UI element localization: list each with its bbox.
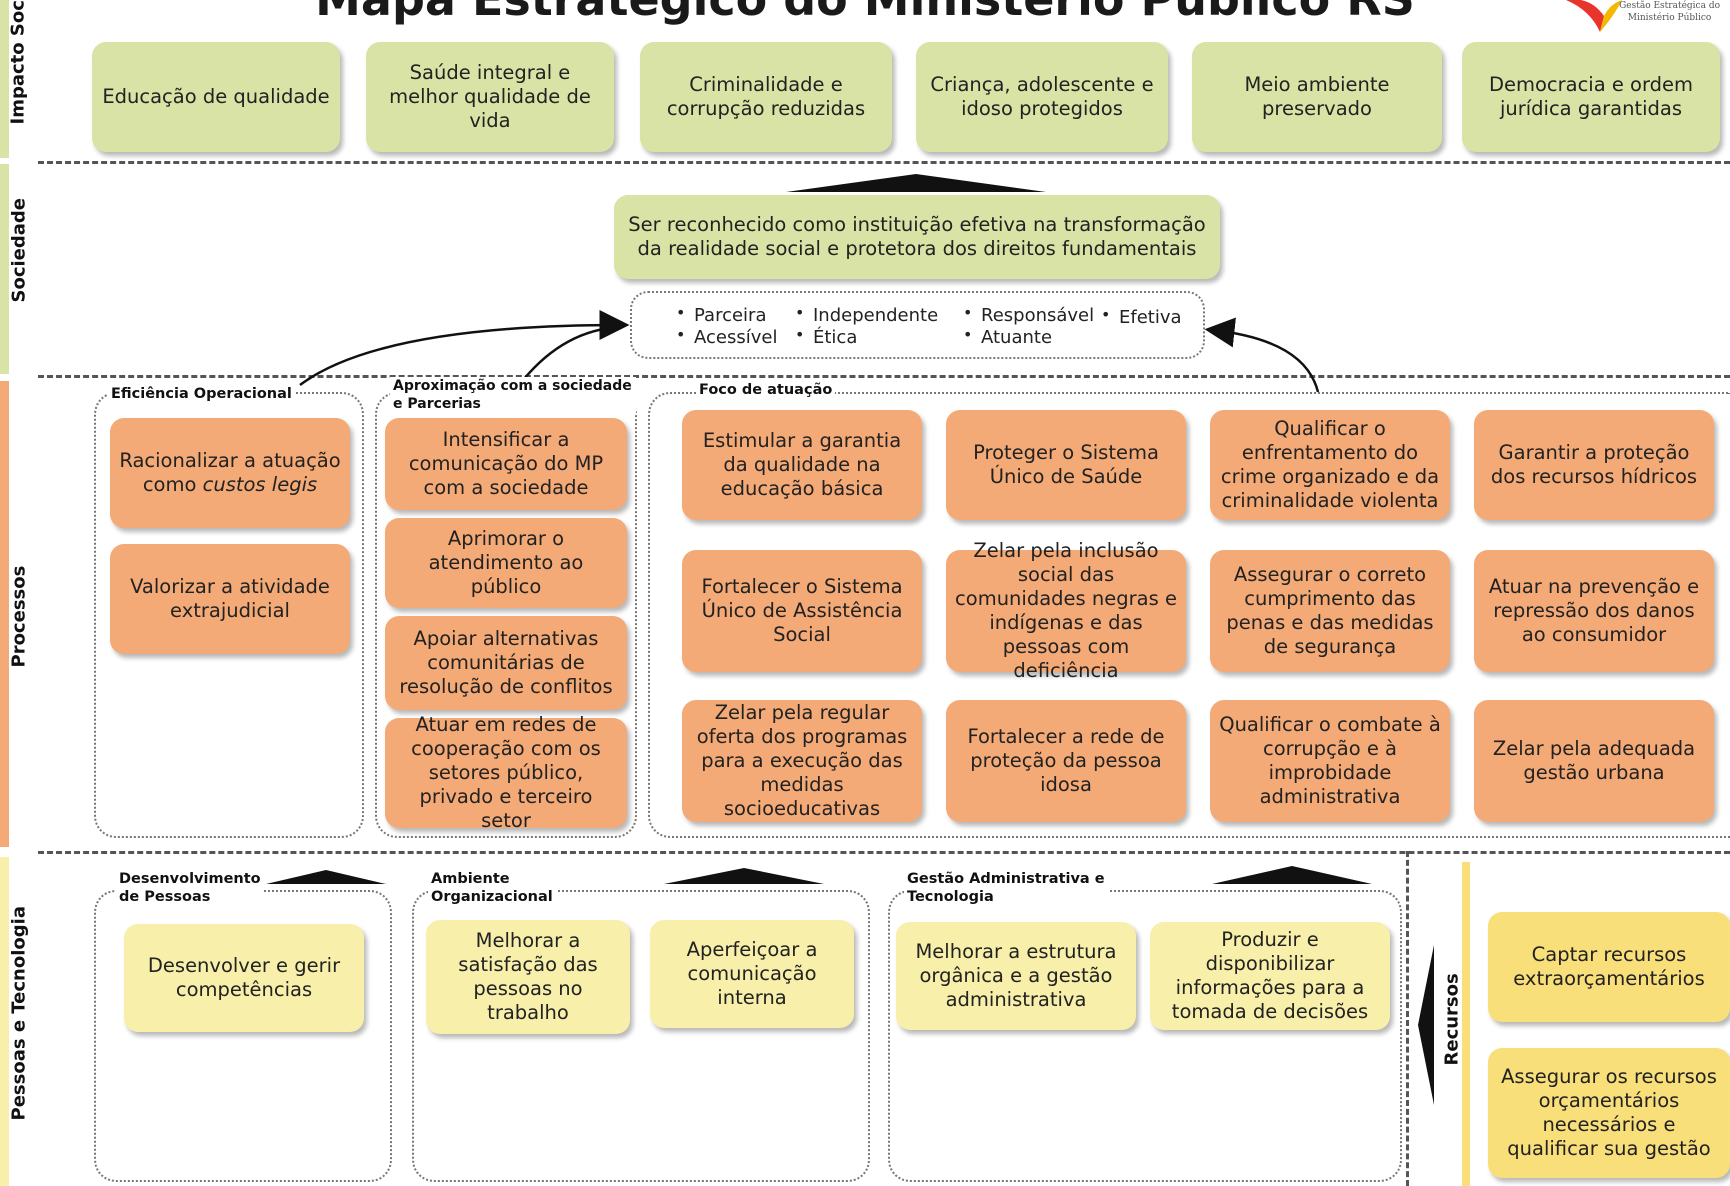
group-ambiente [412,890,870,1182]
band-recursos [1462,862,1470,1186]
band-impacto-social [0,0,9,158]
process-box: Zelar pela adequada gestão urbana [1474,700,1714,822]
band-sociedade [0,164,9,374]
separator-2 [38,375,1730,378]
group-label-line: de Pessoas [119,889,211,905]
process-box: Garantir a proteção dos recursos hídrico… [1474,410,1714,520]
arrow-foco [1204,317,1320,393]
process-box: Valorizar a atividade extrajudicial [110,544,350,654]
value-item: Parceira [676,303,767,326]
value-item: Atuante [963,325,1052,348]
process-box: Qualificar o combate à corrupção e à imp… [1210,700,1450,822]
value-item: Efetiva [1101,305,1181,328]
arrow-up-icon [664,868,824,884]
arrow-up-icon [266,870,386,884]
group-label-line: Gestão Administrativa e [907,871,1105,887]
separator-1 [38,161,1730,164]
value-item: Independente [795,303,938,326]
separator-vertical [1406,851,1409,1186]
pessoas-box: Desenvolver e gerir competências [124,924,364,1032]
process-box: Intensificar a comunicação do MP com a s… [385,418,627,510]
logo-text: Gestão Estratégica do Ministério Público [1619,0,1720,24]
group-gestao [888,890,1402,1182]
process-text-italic: custos legis [202,473,318,496]
group-label-aproximacao: Aproximação com a sociedade e Parcerias [390,377,636,413]
process-box: Aprimorar o atendimento ao público [385,518,627,608]
pessoas-box: Melhorar a estrutura orgânica e a gestão… [896,922,1136,1030]
pessoas-box: Produzir e disponibilizar informações pa… [1150,922,1390,1030]
pessoas-box: Aperfeiçoar a comunicação interna [650,920,854,1028]
group-label-desenvolvimento: Desenvolvimento de Pessoas [116,870,264,906]
arrow-eficiencia [299,310,630,387]
impact-box: Educação de qualidade [92,42,340,152]
recursos-box: Assegurar os recursos orçamentários nece… [1488,1048,1730,1178]
process-box: Fortalecer a rede de proteção da pessoa … [946,700,1186,822]
impact-box: Criminalidade e corrupção reduzidas [640,42,892,152]
group-foco [648,392,1730,838]
logo: Gestão Estratégica do Ministério Público [1540,0,1730,34]
group-label-foco: Foco de atuação [696,381,836,399]
separator-3 [38,851,1730,854]
group-label-line: Organizacional [431,889,553,905]
pessoas-box: Melhorar a satisfação das pessoas no tra… [426,920,630,1034]
impact-box: Saúde integral e melhor qualidade de vid… [366,42,614,152]
group-label-line: Tecnologia [907,889,994,905]
process-box: Racionalizar a atuação como custos legis [110,418,350,528]
band-processos [0,381,9,847]
arrow-up-icon [1212,866,1372,884]
process-box: Zelar pela inclusão social das comunidad… [946,539,1186,682]
value-item: Responsável [963,303,1094,326]
process-box: Qualificar o enfrentamento do crime orga… [1210,410,1450,520]
group-label-ambiente: Ambiente Organizacional [428,870,556,906]
logo-line-1: Gestão Estratégica do [1619,1,1720,11]
value-item: Acessível [676,325,778,348]
process-box: Atuar em redes de cooperação com os seto… [385,713,627,832]
logo-line-2: Ministério Público [1627,13,1712,23]
band-label-recursos: Recursos [1441,973,1463,1066]
page-title: Mapa Estratégico do Ministério Público R… [0,0,1730,26]
process-box: Fortalecer o Sistema Único de Assistênci… [682,550,922,672]
group-label-eficiencia: Eficiência Operacional [108,385,295,403]
recursos-box: Captar recursos extraorçamentários [1488,912,1730,1022]
process-box: Zelar pela regular oferta dos programas … [682,700,922,822]
arrow-up-icon [786,174,1046,192]
group-label-line: Desenvolvimento [119,871,261,887]
logo-icon [1566,0,1622,32]
band-pessoas [0,857,9,1186]
process-text: Racionalizar a atuação como custos legis [118,449,342,497]
process-box: Estimular a garantia da qualidade na edu… [682,410,922,520]
value-item: Ética [795,325,858,348]
impact-box: Meio ambiente preservado [1192,42,1442,152]
group-label-gestao: Gestão Administrativa e Tecnologia [904,870,1108,906]
group-label-line: Ambiente [431,871,510,887]
impact-box: Criança, adolescente e idoso protegidos [916,42,1168,152]
process-box: Atuar na prevenção e repressão dos danos… [1474,550,1714,672]
process-box: Apoiar alternativas comunitárias de reso… [385,616,627,710]
arrow-left-icon [1418,945,1434,1105]
process-box: Assegurar o correto cumprimento das pena… [1210,550,1450,672]
process-text-main: Racionalizar a atuação como [119,449,341,496]
process-box: Proteger o Sistema Único de Saúde [946,410,1186,520]
values-box: Parceira Acessível Independente Ética Re… [630,291,1205,359]
impact-box: Democracia e ordem jurídica garantidas [1462,42,1720,152]
arrow-aproximacao [523,325,621,380]
mission-box: Ser reconhecido como instituição efetiva… [614,195,1220,279]
